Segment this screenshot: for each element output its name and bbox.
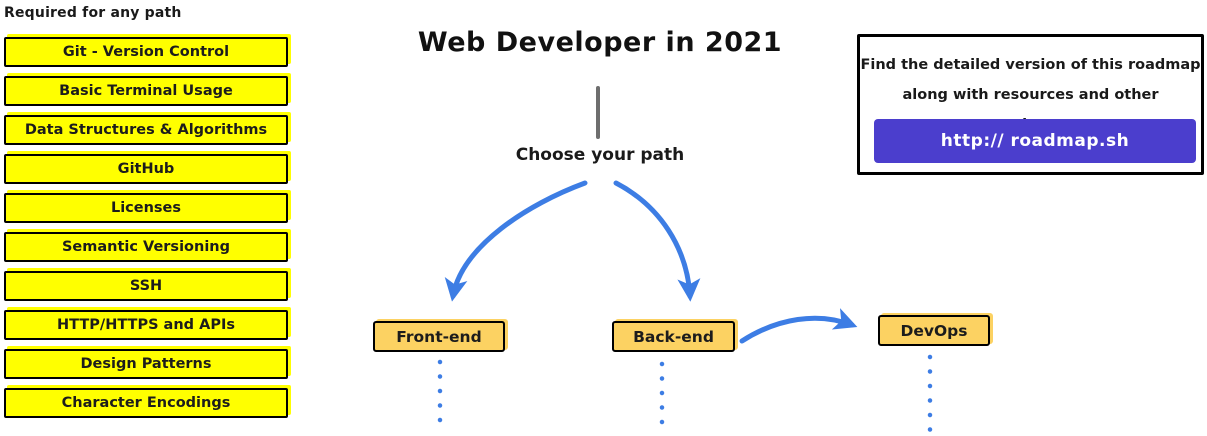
roadmap-info-line1: Find the detailed version of this roadma… <box>860 57 1201 73</box>
topic-design-patterns[interactable]: Design Patterns <box>4 349 288 379</box>
required-section-heading: Required for any path <box>4 5 182 21</box>
arrow-to-front-end <box>444 180 588 302</box>
topic-git-version-control[interactable]: Git - Version Control <box>4 37 288 67</box>
topic-ssh[interactable]: SSH <box>4 271 288 301</box>
topic-character-encodings[interactable]: Character Encodings <box>4 388 288 418</box>
choose-your-path-label: Choose your path <box>515 145 685 165</box>
topic-licenses[interactable]: Licenses <box>4 193 288 223</box>
topic-semantic-versioning[interactable]: Semantic Versioning <box>4 232 288 262</box>
topic-data-structures-algorithms[interactable]: Data Structures & Algorithms <box>4 115 288 145</box>
topic-http-https-apis[interactable]: HTTP/HTTPS and APIs <box>4 310 288 340</box>
page-title: Web Developer in 2021 <box>417 27 783 58</box>
path-box-back-end[interactable]: Back-end <box>612 321 735 352</box>
topic-github[interactable]: GitHub <box>4 154 288 184</box>
arrow-back-end-to-devops <box>739 308 858 344</box>
arrow-to-back-end <box>613 180 701 302</box>
roadmap-url-button[interactable]: http:// roadmap.sh <box>874 119 1196 163</box>
path-box-front-end[interactable]: Front-end <box>373 321 505 352</box>
roadmap-info-box: Find the detailed version of this roadma… <box>857 34 1204 175</box>
topic-basic-terminal-usage[interactable]: Basic Terminal Usage <box>4 76 288 106</box>
path-box-devops[interactable]: DevOps <box>878 315 990 346</box>
